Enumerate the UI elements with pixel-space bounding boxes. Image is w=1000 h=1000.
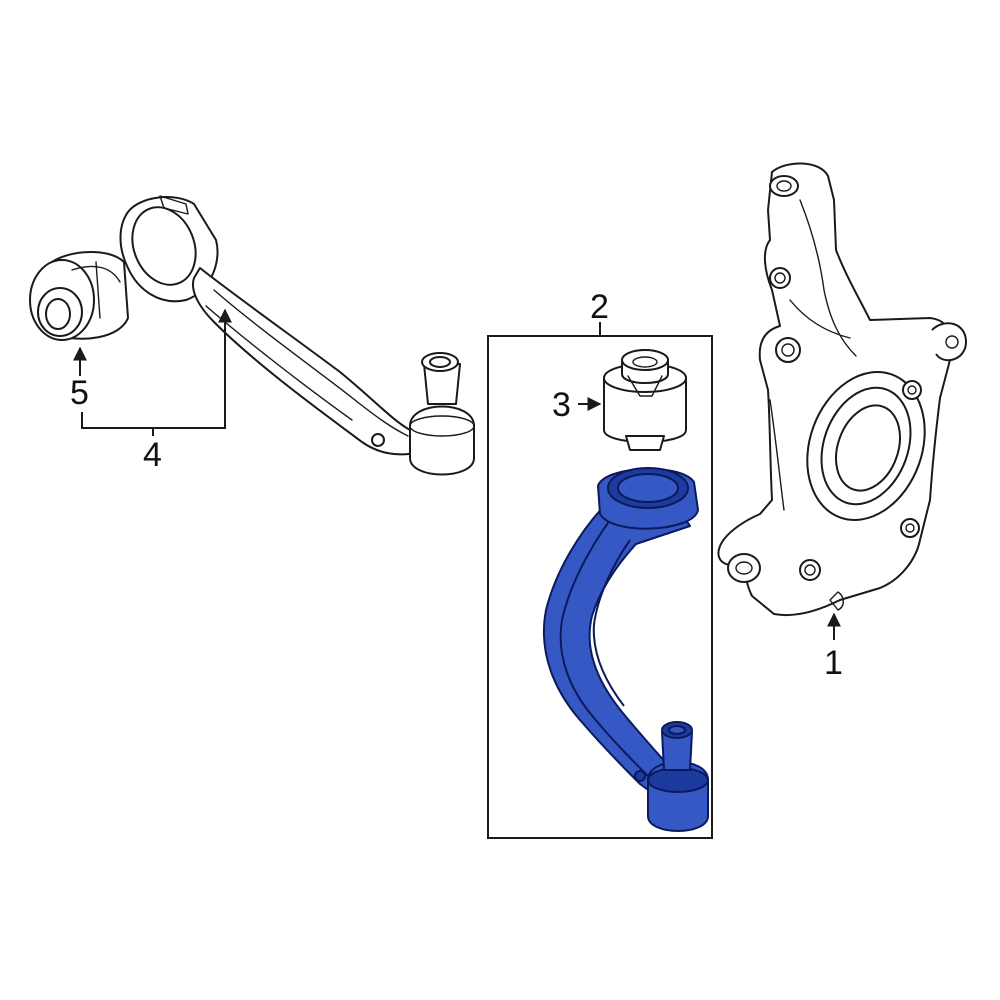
- control-arm-part-2-highlighted[interactable]: [542, 467, 709, 832]
- control-arm-part-4[interactable]: [119, 195, 475, 476]
- callout-3: 3: [552, 386, 571, 424]
- bushing-part-3[interactable]: [603, 349, 687, 451]
- bushing-part-5[interactable]: [29, 251, 129, 341]
- callout-2: 2: [590, 288, 609, 326]
- callout-1: 1: [824, 644, 843, 682]
- steering-knuckle-part-1[interactable]: [717, 162, 967, 616]
- leader-lines-4-5: [73, 308, 232, 436]
- callout-5: 5: [70, 374, 89, 412]
- callout-4: 4: [143, 436, 162, 474]
